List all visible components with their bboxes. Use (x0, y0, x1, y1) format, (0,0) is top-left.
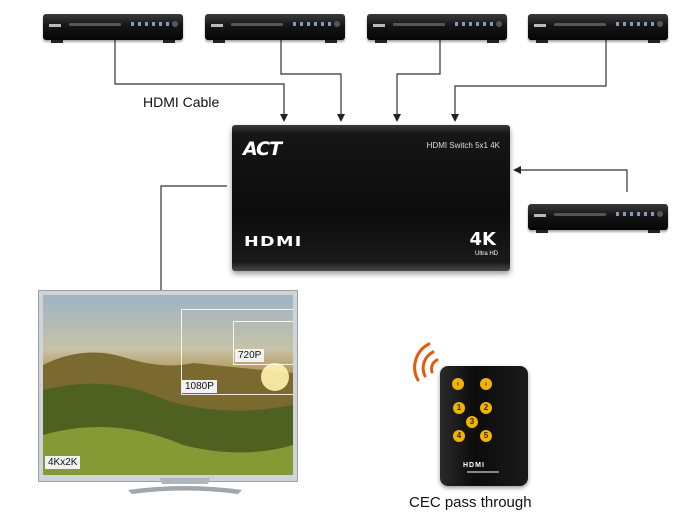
remote-right-button: › (480, 378, 492, 390)
zone-720p (233, 321, 293, 365)
hdmi-switch: ACT HDMI Switch 5x1 4K HDMI 4K Ultra HD (232, 125, 510, 271)
4k-logo: 4K (469, 229, 496, 250)
television: 720P 1080P 4Kx2K (38, 290, 298, 482)
remote-button-3: 3 (466, 416, 478, 428)
cable-line-output (157, 185, 227, 298)
signal-wave-inner (430, 358, 439, 374)
remote-logo-underline (467, 471, 499, 473)
landscape-image (43, 352, 293, 475)
source-player-5 (528, 204, 668, 233)
remote-left-button: ‹ (452, 378, 464, 390)
cable-line-3 (393, 40, 441, 122)
remote-button-5: 5 (480, 430, 492, 442)
hdmi-logo: HDMI (244, 235, 303, 250)
cec-label: CEC pass through (409, 494, 532, 511)
source-player-1 (43, 14, 183, 43)
source-player-4 (528, 14, 668, 43)
cable-line-1 (114, 40, 288, 122)
remote-button-4: 4 (453, 430, 465, 442)
source-player-3 (367, 14, 507, 43)
cable-line-5 (513, 166, 628, 192)
label-1080p: 1080P (182, 380, 217, 393)
remote-hdmi-logo: HDMI (463, 462, 485, 469)
cable-line-4 (451, 40, 607, 122)
zone-1080p (181, 309, 293, 395)
label-4kx2k: 4Kx2K (45, 456, 81, 469)
tv-stand (128, 478, 242, 494)
signal-wave-mid (421, 350, 435, 378)
hdmi-cable-label: HDMI Cable (143, 94, 220, 110)
ultra-hd-label: Ultra HD (474, 251, 498, 257)
label-720p: 720P (235, 349, 265, 362)
switch-model-label: HDMI Switch 5x1 4K (426, 141, 500, 150)
cable-line-2 (280, 40, 345, 122)
tv-screen: 720P 1080P 4Kx2K (43, 295, 293, 475)
act-logo: ACT (243, 138, 282, 160)
source-player-2 (205, 14, 345, 43)
remote-control: ‹ › 1 2 3 4 5 HDMI (440, 366, 528, 486)
signal-wave-outer (413, 342, 431, 382)
remote-button-1: 1 (453, 402, 465, 414)
remote-button-2: 2 (480, 402, 492, 414)
